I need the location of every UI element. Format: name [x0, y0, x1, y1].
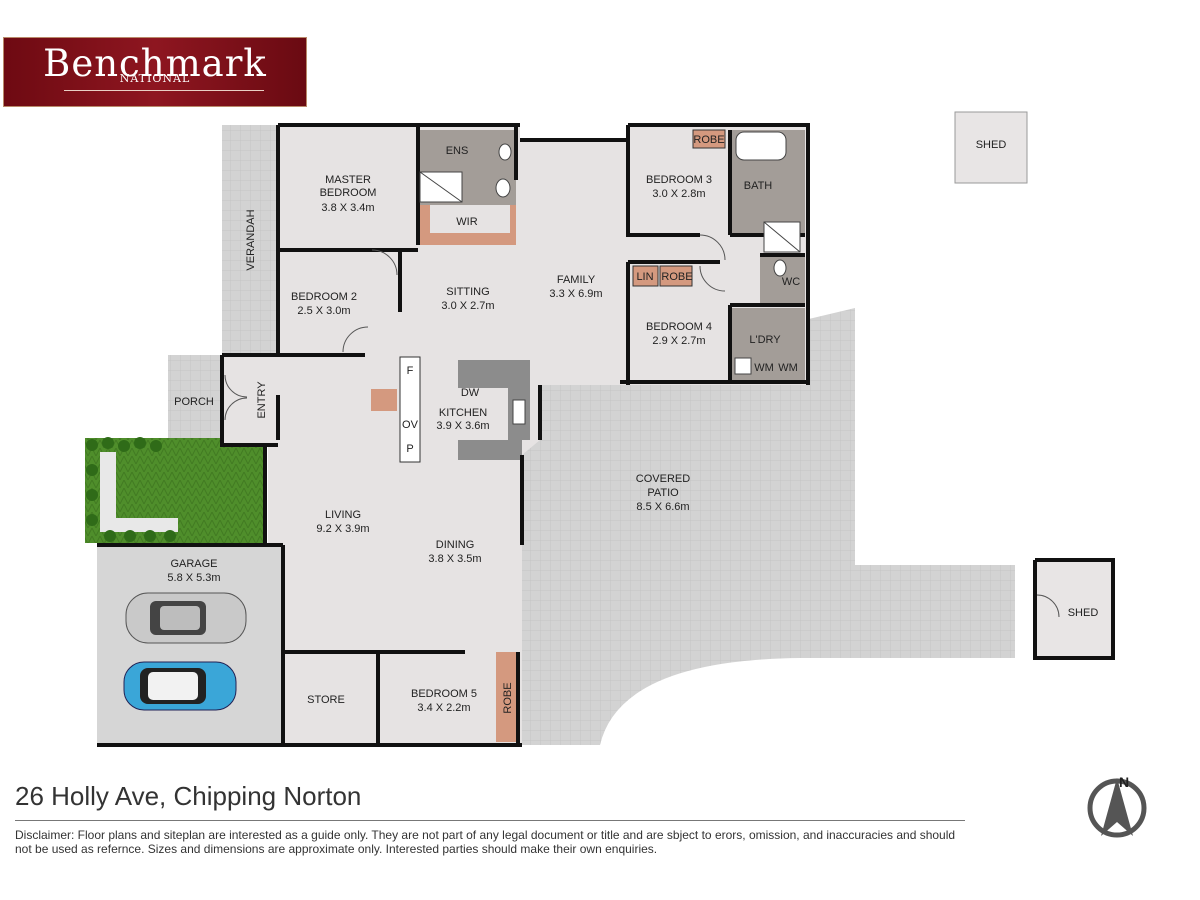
label-bedroom4: BEDROOM 4 [646, 321, 712, 333]
label-bedroom4-dim: 2.9 X 2.7m [652, 335, 705, 347]
compass-n-label: N [1119, 774, 1129, 790]
label-wm2: WM [778, 362, 798, 374]
label-kitchen: KITCHEN [439, 407, 487, 419]
label-dining: DINING [436, 539, 475, 551]
label-bedroom2-dim: 2.5 X 3.0m [297, 305, 350, 317]
label-entry: ENTRY [256, 381, 268, 419]
robe-bedroom3 [692, 129, 726, 149]
label-ldry: L'DRY [749, 334, 781, 346]
car-blue-icon [123, 661, 237, 711]
verandah-paving [222, 125, 278, 353]
label-bedroom5-dim: 3.4 X 2.2m [417, 702, 470, 714]
covered-patio-paving [522, 308, 1015, 745]
garden-bed [100, 452, 116, 527]
label-patio-2: PATIO [647, 487, 679, 499]
shed-bottom-floor [1035, 560, 1113, 658]
disclaimer-text: Disclaimer: Floor plans and siteplan are… [15, 828, 956, 856]
label-kitchen-dim: 3.9 X 3.6m [436, 420, 489, 432]
label-bedroom3: BEDROOM 3 [646, 174, 712, 186]
label-sitting-dim: 3.0 X 2.7m [441, 300, 494, 312]
label-f: F [407, 365, 414, 377]
label-master-2: BEDROOM [320, 187, 377, 199]
label-robe-b5: ROBE [502, 682, 514, 713]
fridge-pantry-column [399, 356, 421, 463]
kitchen-island [458, 440, 522, 460]
wir-inner [430, 205, 510, 233]
label-family-dim: 3.3 X 6.9m [549, 288, 602, 300]
robe-bedroom5 [496, 652, 518, 742]
label-bedroom5: BEDROOM 5 [411, 688, 477, 700]
label-wc: WC [782, 276, 800, 288]
label-p: P [406, 443, 413, 455]
label-robe-b4: ROBE [661, 271, 692, 283]
shed-top-floor [954, 111, 1028, 184]
label-living-dim: 9.2 X 3.9m [316, 523, 369, 535]
north-compass-icon [1087, 778, 1147, 838]
door-swings [224, 234, 1060, 618]
garage-floor [97, 545, 283, 745]
label-master-1: MASTER [325, 174, 371, 186]
label-bedroom3-dim: 3.0 X 2.8m [652, 188, 705, 200]
fixtures [419, 131, 801, 425]
label-dining-dim: 3.8 X 3.5m [428, 553, 481, 565]
label-dw: DW [461, 387, 480, 399]
label-patio-1: COVERED [636, 473, 690, 485]
walls [97, 123, 1115, 747]
label-verandah: VERANDAH [245, 209, 257, 270]
logo-sub: NATIONAL [119, 72, 191, 85]
porch-paving [168, 355, 222, 445]
label-garage-dim: 5.8 X 5.3m [167, 572, 220, 584]
shrubs [86, 437, 176, 542]
label-wir: WIR [456, 216, 477, 228]
label-family: FAMILY [557, 274, 596, 286]
label-bedroom2: BEDROOM 2 [291, 291, 357, 303]
logo-brand: Benchmark [43, 42, 267, 85]
label-lin: LIN [636, 271, 653, 283]
label-shed-bottom: SHED [1068, 607, 1099, 619]
label-master-dim: 3.8 X 3.4m [321, 202, 374, 214]
label-store: STORE [307, 694, 345, 706]
label-living: LIVING [325, 509, 361, 521]
label-patio-dim: 8.5 X 6.6m [636, 501, 689, 513]
label-wm1: WM [754, 362, 774, 374]
garden-bed-bottom [100, 518, 178, 532]
property-address: 26 Holly Ave, Chipping Norton [15, 781, 362, 811]
kitchen-shelf [371, 389, 397, 411]
label-sitting: SITTING [446, 286, 489, 298]
label-ens: ENS [446, 145, 469, 157]
label-shed-top: SHED [976, 139, 1007, 151]
robe-bedroom4 [659, 265, 693, 287]
label-robe-b3: ROBE [693, 134, 724, 146]
label-bath: BATH [744, 180, 773, 192]
lin-cupboard [632, 265, 659, 287]
logo-line [64, 89, 264, 91]
benchmark-national-logo: Benchmark NATIONAL [3, 37, 307, 107]
car-silver-icon [125, 592, 247, 644]
label-ov: OV [402, 419, 419, 431]
divider [15, 820, 965, 821]
label-garage: GARAGE [170, 558, 217, 570]
label-porch: PORCH [174, 396, 214, 408]
